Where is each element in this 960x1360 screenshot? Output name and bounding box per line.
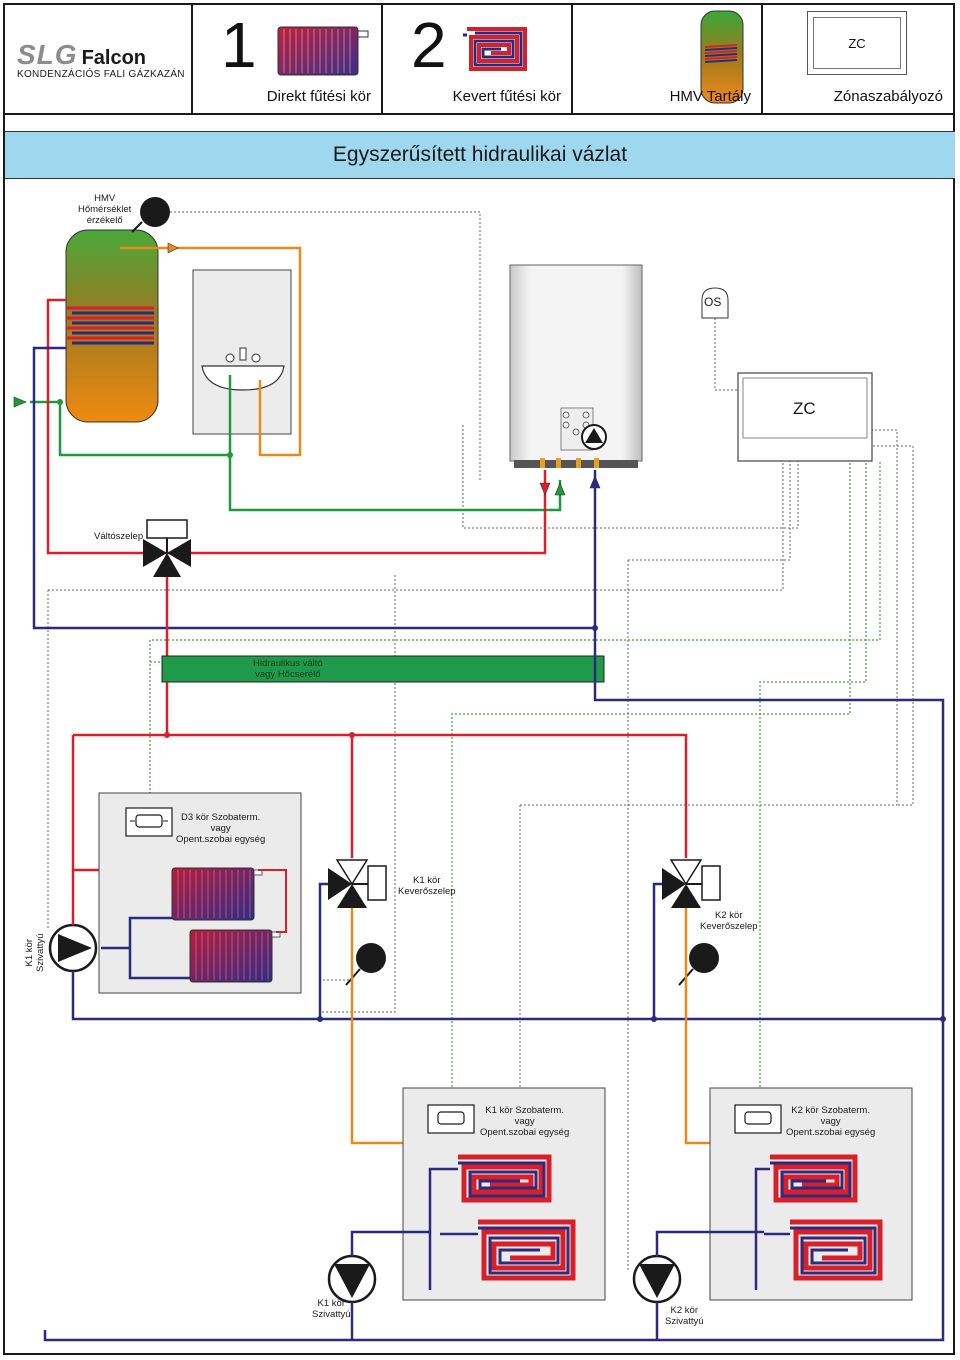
floor-heating-icon (463, 27, 527, 71)
signal-wires (47, 211, 914, 1272)
radiator-icon (171, 867, 281, 983)
floor-heating-icon (458, 1154, 576, 1281)
valtoszelep-label: Váltószelep (94, 531, 144, 542)
hmv-tank (65, 229, 159, 423)
k1-thermostat-label: K1 kör Szobaterm. vagy Opent.szobai egys… (480, 1105, 570, 1138)
thermostat-icon (734, 1104, 782, 1134)
page-frame (3, 3, 955, 1355)
logo-product: Falcon (81, 47, 147, 69)
k2-pump-label: K2 kör Szivattyú (665, 1305, 704, 1327)
thermostat-icon (125, 807, 173, 837)
zone-cell: ZC Zónaszabályozó (763, 3, 953, 113)
hmv-cell: HMV Tartály (573, 3, 763, 113)
hmv-sensor-label: HMV Hőmérséklet érzékelő (78, 193, 132, 226)
hydraulic-separator (161, 655, 605, 683)
zc-label: ZC (793, 399, 816, 418)
mixing-valve-icon (328, 859, 387, 908)
k1-pump-left-label: K1 kör Szivattyú (24, 933, 46, 972)
k1-mixing-valve-label: K1 kör Keverőszelep (398, 875, 456, 897)
diverter-valve-icon (143, 519, 191, 577)
os-label: OS (704, 295, 722, 309)
floor-heating-icon (770, 1154, 883, 1281)
zone-icon-text: ZC (813, 17, 901, 69)
sensor-icon (689, 943, 719, 973)
sensor-icon (356, 943, 386, 973)
circuit1-caption: Direkt fűtési kör (266, 88, 371, 105)
k1-pump-label: K1 kör Szivattyú (312, 1298, 351, 1320)
circuit2-caption: Kevert fűtési kör (452, 88, 561, 105)
logo-subtitle: KONDENZÁCIÓS FALI GÁZKAZÁN (17, 69, 185, 80)
logo-brand: SLG (17, 39, 78, 70)
tank-icon (700, 10, 744, 104)
circuit2-cell: 2 Kevert fűtési kör (383, 3, 573, 113)
zone-controller-icon: ZC (807, 11, 907, 75)
k2-mixing-valve-label: K2 kör Keverőszelep (700, 910, 758, 932)
mixing-valve-icon (662, 859, 721, 908)
zone-caption: Zónaszabályozó (833, 88, 943, 105)
circuit1-cell: 1 Direkt fűtési kör (193, 3, 383, 113)
tank-coil (66, 306, 154, 345)
hydraulic-separator-label: Hidraulikus váltó vagy Hőcserélő (253, 658, 323, 680)
sensor-icon (140, 197, 170, 227)
washbasin-icon (201, 365, 285, 391)
k2-thermostat-label: K2 kör Szobaterm. vagy Opent.szobai egys… (786, 1105, 876, 1138)
circuit1-number: 1 (221, 9, 257, 81)
diagram-title: Egyszerűsített hidraulikai vázlat (5, 131, 955, 179)
os-sensor-icon (701, 287, 729, 319)
radiator-icon (277, 26, 369, 76)
signal-wires-green (149, 460, 881, 1115)
d3-thermostat-label: D3 kör Szobaterm. vagy Opent.szobai egys… (176, 812, 266, 845)
thermostat-icon (427, 1104, 475, 1134)
hmv-caption: HMV Tartály (669, 88, 751, 105)
circuit2-number: 2 (411, 9, 447, 81)
